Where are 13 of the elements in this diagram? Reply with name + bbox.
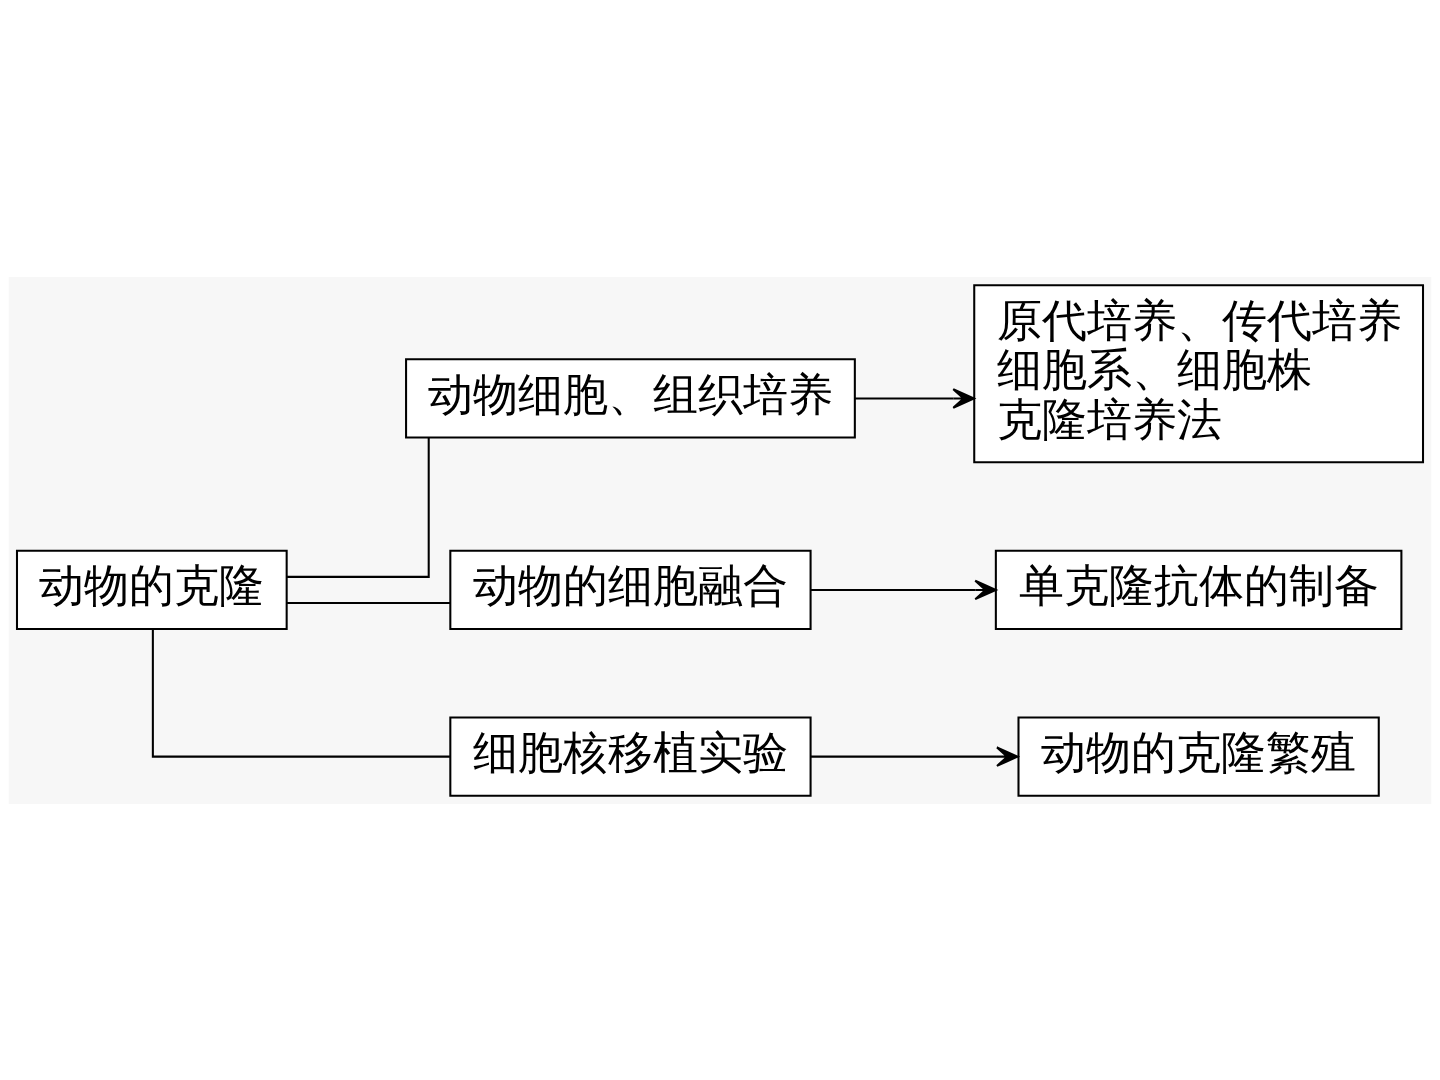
node-box: 细胞核移植实验 bbox=[449, 716, 812, 797]
node-box: 动物细胞、组织培养 bbox=[405, 357, 856, 439]
arrow bbox=[811, 745, 1019, 767]
connector bbox=[287, 601, 450, 604]
connector bbox=[151, 628, 450, 758]
node-box: 动物的克隆 bbox=[15, 549, 288, 630]
arrow bbox=[855, 387, 975, 409]
node-box: 单克隆抗体的制备 bbox=[994, 549, 1403, 630]
node-box: 动物的细胞融合 bbox=[449, 549, 812, 630]
arrow bbox=[811, 579, 997, 600]
connector bbox=[287, 437, 430, 578]
node-box: 动物的克隆繁殖 bbox=[1017, 716, 1380, 797]
node-box: 原代培养、传代培养 细胞系、细胞株 克隆培养法 bbox=[973, 283, 1425, 463]
